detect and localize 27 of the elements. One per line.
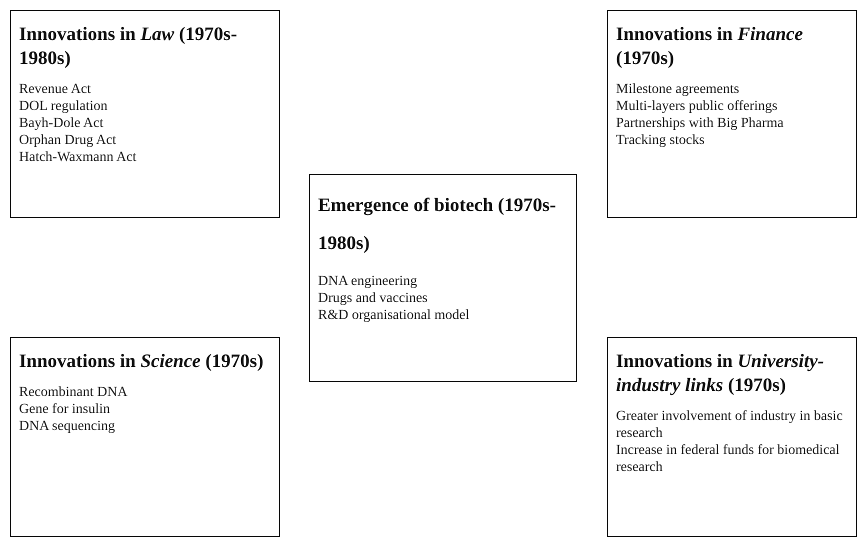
list-item: Drugs and vaccines — [318, 290, 429, 307]
list-item: Bayh-Dole Act — [19, 115, 104, 132]
card-heading: Innovations in University-industry links (1970s) — [616, 350, 825, 398]
card-heading: Emergence of biotech (1970s-1980s) — [318, 194, 557, 256]
info-card — [309, 174, 577, 382]
list-item: DOL regulation — [19, 98, 109, 115]
list-item: Gene for insulin — [19, 401, 111, 418]
list-item: Revenue Act — [19, 81, 92, 98]
list-item: R&D organisational model — [318, 307, 470, 324]
list-item: Partnerships with Big Pharma — [616, 115, 785, 132]
info-card — [607, 10, 857, 218]
list-item: DNA sequencing — [19, 418, 116, 435]
list-item: Hatch-Waxmann Act — [19, 149, 138, 166]
info-card — [10, 337, 280, 537]
list-item: Orphan Drug Act — [19, 132, 118, 149]
list-item: Milestone agreements — [616, 81, 740, 98]
info-card — [607, 337, 857, 537]
card-heading: Innovations in Law (1970s-1980s) — [19, 23, 238, 71]
list-item: Greater involvement of industry in basic research — [616, 408, 844, 442]
list-item: Tracking stocks — [616, 132, 706, 149]
card-heading: Innovations in Finance (1970s) — [616, 23, 804, 71]
list-item: Multi-layers public offerings — [616, 98, 778, 115]
info-card — [10, 10, 280, 218]
list-item: DNA engineering — [318, 273, 418, 290]
list-item: Increase in federal funds for biomedical research — [616, 442, 841, 476]
card-heading: Innovations in Science (1970s) — [19, 350, 264, 374]
list-item: Recombinant DNA — [19, 384, 128, 401]
